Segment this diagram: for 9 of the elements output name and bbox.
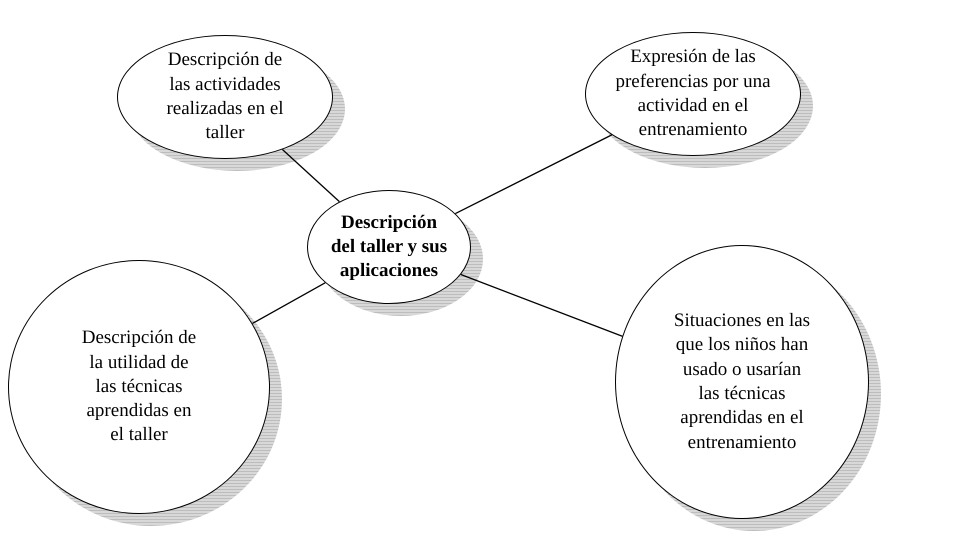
connector-line — [282, 149, 340, 202]
ellipse-text: Expresión de las preferencias por una actividad en el entrenamiento — [614, 45, 772, 142]
connector-line — [455, 134, 612, 214]
connector-line — [460, 274, 623, 337]
ellipse-text: Situaciones en las que los niños han usado o usarían las técnicas aprendidas en el entrenamiento — [672, 309, 812, 455]
connector-line — [252, 282, 326, 324]
ellipse-text: Descripción de la utilidad de las técnicas aprendidas en el taller — [80, 326, 198, 448]
ellipse-text: Descripción del taller y sus aplicaciones — [330, 210, 448, 284]
ellipse-text: Descripción de las actividades realizadas en el taller — [165, 48, 285, 146]
